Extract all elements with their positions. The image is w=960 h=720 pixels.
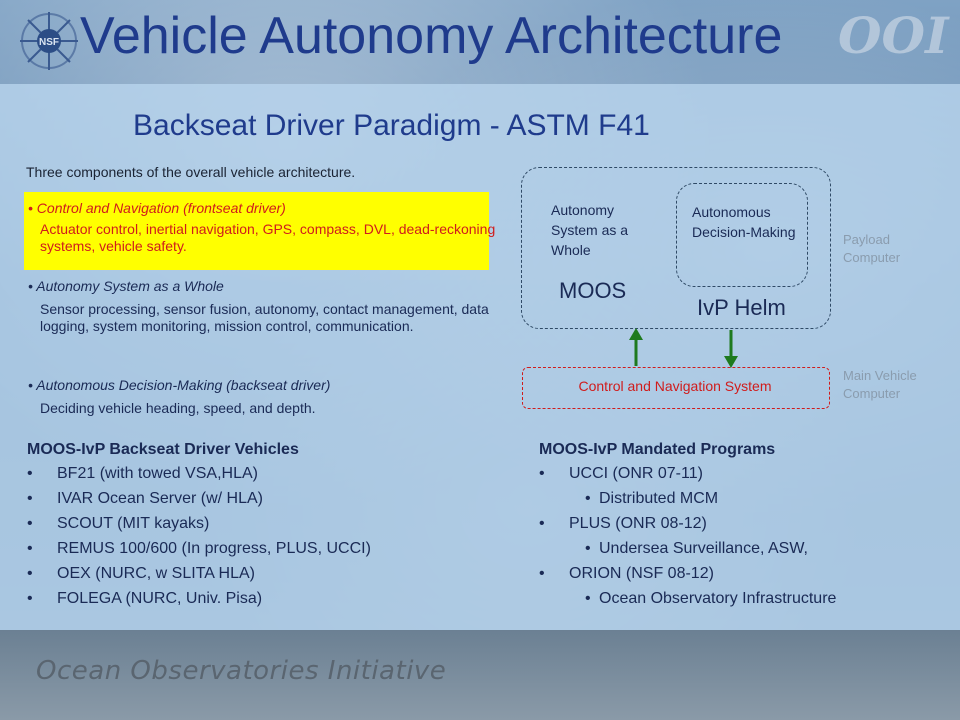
bullet: •	[28, 278, 37, 294]
content-panel	[0, 84, 960, 630]
control-navigation-label: Control and Navigation System	[578, 378, 772, 394]
component-desc: Deciding vehicle heading, speed, and dep…	[40, 400, 316, 416]
list-item: •REMUS 100/600 (In progress, PLUS, UCCI)	[27, 540, 371, 557]
programs-list: •UCCI (ONR 07-11) •Distributed MCM •PLUS…	[539, 461, 836, 611]
component-desc: Sensor processing, sensor fusion, autono…	[40, 301, 489, 334]
list-item: •PLUS (ONR 08-12)	[539, 515, 707, 532]
vehicles-list: •BF21 (with towed VSA,HLA) •IVAR Ocean S…	[27, 461, 371, 611]
list-item: •UCCI (ONR 07-11)	[539, 465, 703, 482]
component-autonomy-system: • Autonomy System as a Whole Sensor proc…	[28, 278, 518, 335]
component-decision-making: • Autonomous Decision-Making (backseat d…	[28, 377, 518, 417]
footer-title: Ocean Observatories Initiative	[36, 656, 447, 686]
intro-text: Three components of the overall vehicle …	[26, 164, 356, 180]
list-item: •SCOUT (MIT kayaks)	[27, 515, 210, 532]
autonomy-system-box	[521, 167, 831, 329]
highlight-box	[24, 192, 489, 270]
component-head: Control and Navigation (frontseat driver…	[36, 200, 286, 216]
decision-making-label: Autonomous Decision-Making	[692, 204, 796, 240]
slide-subtitle: Backseat Driver Paradigm - ASTM F41	[133, 109, 650, 142]
footer-band	[0, 630, 960, 720]
control-navigation-box	[522, 367, 830, 409]
list-item: •IVAR Ocean Server (w/ HLA)	[27, 490, 263, 507]
list-subitem: •Distributed MCM	[585, 490, 719, 507]
ooi-logo: OOI	[838, 6, 949, 65]
component-head: Autonomous Decision-Making (backseat dri…	[36, 377, 331, 393]
nsf-logo: NSF	[20, 12, 78, 70]
payload-computer-label: Payload Computer	[843, 232, 901, 265]
list-subitem: •Undersea Surveillance, ASW,	[585, 540, 808, 557]
decision-making-box	[676, 183, 808, 287]
moos-label: MOOS	[559, 278, 627, 303]
bullet: •	[28, 377, 37, 393]
list-item: •FOLEGA (NURC, Univ. Pisa)	[27, 590, 263, 607]
down-arrow-icon	[724, 330, 738, 368]
programs-title: MOOS-IvP Mandated Programs	[539, 441, 776, 458]
component-head: Autonomy System as a Whole	[36, 278, 224, 294]
up-arrow-icon	[629, 328, 643, 366]
component-desc: Actuator control, inertial navigation, G…	[40, 221, 496, 254]
page-title: Vehicle Autonomy Architecture	[80, 7, 783, 65]
nsf-logo-text: NSF	[39, 37, 59, 48]
main-vehicle-computer-label: Main Vehicle Computer	[843, 368, 917, 401]
list-item: •ORION (NSF 08-12)	[539, 565, 714, 582]
list-subitem: •Ocean Observatory Infrastructure	[585, 590, 837, 607]
list-item: •OEX (NURC, w SLITA HLA)	[27, 565, 255, 582]
autonomy-system-label: Autonomy System as a Whole	[551, 202, 629, 258]
list-item: •BF21 (with towed VSA,HLA)	[27, 465, 258, 482]
vehicles-title: MOOS-IvP Backseat Driver Vehicles	[27, 441, 299, 458]
bullet: •	[28, 200, 37, 216]
ivp-helm-label: IvP Helm	[697, 295, 786, 320]
component-control-navigation: • Control and Navigation (frontseat driv…	[28, 200, 518, 255]
